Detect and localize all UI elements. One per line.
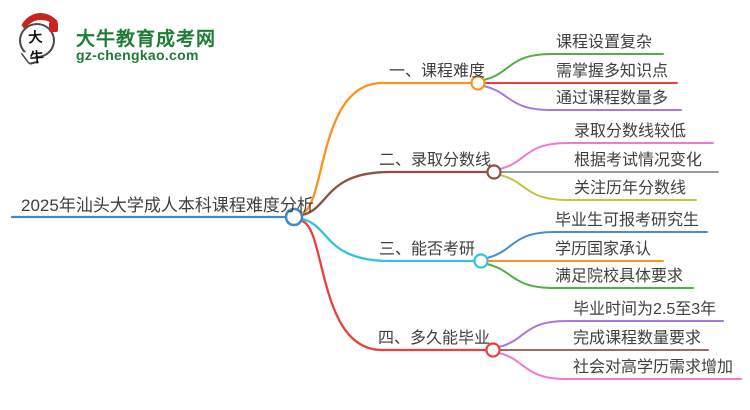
branch-2-child-1-label: 录取分数线较低 [574, 123, 687, 140]
branch-2-label: 二、录取分数线 [379, 152, 492, 169]
site-logo: 大牛 大牛教育成考网 gz-chengkao.com [14, 10, 234, 66]
branch-4-child-3-label: 社会对高学历需求增加 [573, 359, 734, 376]
branch-3-node-circle [473, 253, 489, 269]
branch-1-child-3-label: 通过课程数量多 [556, 90, 669, 107]
branch-4-child-1-line [498, 320, 724, 348]
branch-1-curve [300, 81, 473, 215]
branch-3-curve [300, 217, 476, 263]
branch-3-child-3-line [486, 263, 694, 289]
logo-characters: 大牛 [27, 29, 45, 67]
branch-4-child-1-label: 毕业时间为2.5至3年 [573, 301, 717, 318]
logo-red-seal [49, 22, 58, 32]
logo-site-name: 大牛教育成考网 [76, 29, 217, 50]
branch-1-child-1-label: 课程设置复杂 [556, 34, 653, 51]
branch-2-child-3-line [499, 174, 697, 201]
branch-4-child-2-label: 完成课程数量要求 [573, 330, 702, 347]
branch-3-child-1-label: 毕业生可报考研究生 [555, 212, 700, 229]
branch-3-label: 三、能否考研 [379, 241, 476, 258]
branch-3-child-1-line [486, 231, 708, 259]
logo-site-domain: gz-chengkao.com [76, 47, 199, 63]
branch-1-child-1-line [483, 53, 664, 81]
branch-2-child-2-label: 根据考试情况变化 [574, 152, 703, 169]
branch-1-child-3-line [483, 85, 682, 111]
branch-4-label: 四、多久能毕业 [378, 330, 491, 347]
branch-2-node-circle [486, 164, 502, 180]
branch-4-curve [300, 219, 488, 352]
branch-1-node-circle [470, 75, 486, 91]
branch-1-child-2-label: 需掌握多知识点 [556, 63, 669, 80]
central-node-circle [284, 207, 304, 227]
branch-3-child-2-label: 学历国家承认 [555, 241, 652, 258]
branch-4-node-circle [485, 342, 501, 358]
branch-1-label: 一、课程难度 [389, 63, 486, 80]
branch-2-child-3-label: 关注历年分数线 [574, 180, 687, 197]
central-topic-label: 2025年汕头大学成人本科课程难度分析 [21, 196, 314, 215]
branch-3-child-3-label: 满足院校具体要求 [555, 268, 684, 285]
branch-2-child-1-line [499, 142, 714, 170]
branch-4-child-3-line [498, 352, 742, 380]
logo-speech-bubble-icon: 大牛 [14, 10, 66, 66]
branch-2-curve [300, 170, 489, 217]
